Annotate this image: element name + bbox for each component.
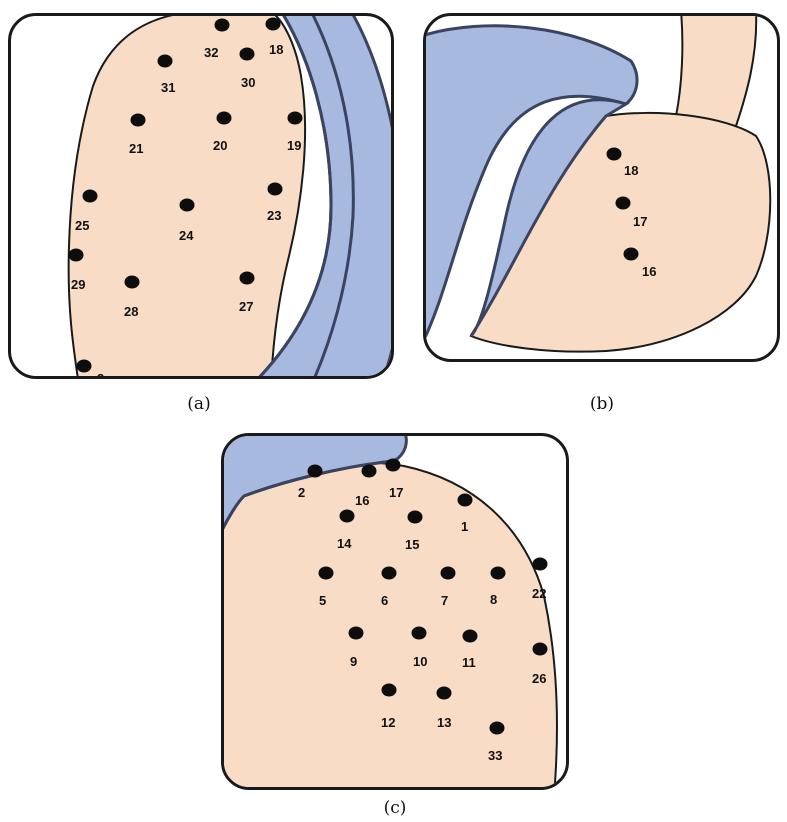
measurement-point-label: 15: [405, 537, 419, 552]
measurement-point-dot: [491, 567, 506, 580]
measurement-point-label: 2: [298, 485, 305, 500]
measurement-point-dot: [382, 684, 397, 697]
measurement-point-label: 6: [381, 593, 388, 608]
measurement-point-dot: [83, 190, 98, 203]
measurement-point-label: 29: [71, 277, 85, 292]
measurement-point-dot: [308, 465, 323, 478]
panel-a-illustration: 32 18 31 30 21 20 19 25 24 23 29 28 27 3: [11, 16, 394, 379]
measurement-point-dot: [288, 112, 303, 125]
measurement-point-dot: [266, 18, 281, 31]
panel-b-arm: [676, 16, 756, 126]
measurement-point-dot: [158, 55, 173, 68]
measurement-point-dot: [340, 510, 355, 523]
measurement-point-label: 14: [337, 536, 352, 551]
measurement-point-label: 22: [532, 586, 546, 601]
panel-b-illustration: 18 17 16: [426, 16, 780, 362]
measurement-point-label: 5: [319, 593, 326, 608]
measurement-point-dot: [240, 48, 255, 61]
measurement-point-dot: [533, 643, 548, 656]
measurement-point-dot: [362, 465, 377, 478]
measurement-point-dot: [349, 627, 364, 640]
measurement-point-label: 12: [381, 715, 395, 730]
measurement-point-label: 18: [269, 42, 283, 57]
measurement-point-label: 7: [441, 593, 448, 608]
measurement-point-dot: [408, 511, 423, 524]
measurement-point-label: 18: [624, 163, 638, 178]
caption-c: (c): [384, 798, 407, 818]
measurement-point-label: 16: [355, 493, 369, 508]
measurement-point-dot: [437, 687, 452, 700]
measurement-point-dot: [533, 558, 548, 571]
measurement-point-dot: [69, 249, 84, 262]
measurement-point-dot: [131, 114, 146, 127]
measurement-point-label: 27: [239, 299, 253, 314]
caption-a: (a): [187, 394, 210, 414]
measurement-point-label: 17: [633, 214, 647, 229]
measurement-point-dot: [77, 360, 92, 373]
measurement-point-label: 24: [179, 228, 194, 243]
measurement-point-label: 30: [241, 75, 255, 90]
measurement-point-label: 17: [389, 485, 403, 500]
caption-b: (b): [590, 394, 614, 414]
panel-a-skin: [69, 16, 305, 379]
measurement-point-label: 28: [124, 304, 138, 319]
measurement-point-dot: [458, 494, 473, 507]
measurement-point-dot: [386, 459, 401, 472]
measurement-point-dot: [490, 722, 505, 735]
measurement-point-dot: [215, 19, 230, 32]
measurement-point-dot: [180, 199, 195, 212]
panel-c-skin: [224, 462, 557, 790]
measurement-point-label: 20: [213, 138, 227, 153]
measurement-point-dot: [268, 183, 283, 196]
panel-c: 2 16 17 1 14 15 22 5 6 7 8 9 10 11 26 12 13 33: [221, 433, 569, 790]
panel-b: 18 17 16: [423, 13, 780, 362]
measurement-point-dot: [607, 148, 622, 161]
measurement-point-label: 26: [532, 671, 546, 686]
measurement-point-dot: [125, 276, 140, 289]
measurement-point-label: 16: [642, 264, 656, 279]
measurement-point-dot: [463, 630, 478, 643]
measurement-point-label: 13: [437, 715, 451, 730]
measurement-point-dot: [240, 272, 255, 285]
measurement-point-label: 19: [287, 138, 301, 153]
panel-c-illustration: 2 16 17 1 14 15 22 5 6 7 8 9 10 11 26 12 13 33: [224, 436, 569, 790]
measurement-point-label: 32: [204, 45, 218, 60]
measurement-point-label: 1: [461, 519, 468, 534]
measurement-point-dot: [616, 197, 631, 210]
panel-a: 32 18 31 30 21 20 19 25 24 23 29 28 27 3: [8, 13, 394, 379]
measurement-point-dot: [441, 567, 456, 580]
measurement-point-label: 21: [129, 141, 143, 156]
measurement-point-label: 10: [413, 654, 427, 669]
measurement-point-label: 3: [97, 371, 104, 379]
measurement-point-label: 31: [161, 80, 175, 95]
measurement-point-label: 8: [490, 592, 497, 607]
measurement-point-dot: [382, 567, 397, 580]
measurement-point-dot: [217, 112, 232, 125]
measurement-point-dot: [319, 567, 334, 580]
measurement-point-label: 25: [75, 218, 89, 233]
measurement-point-dot: [624, 248, 639, 261]
measurement-point-label: 33: [488, 748, 502, 763]
measurement-point-label: 23: [267, 208, 281, 223]
measurement-point-label: 11: [462, 655, 476, 670]
measurement-point-dot: [412, 627, 427, 640]
measurement-point-label: 9: [350, 654, 357, 669]
